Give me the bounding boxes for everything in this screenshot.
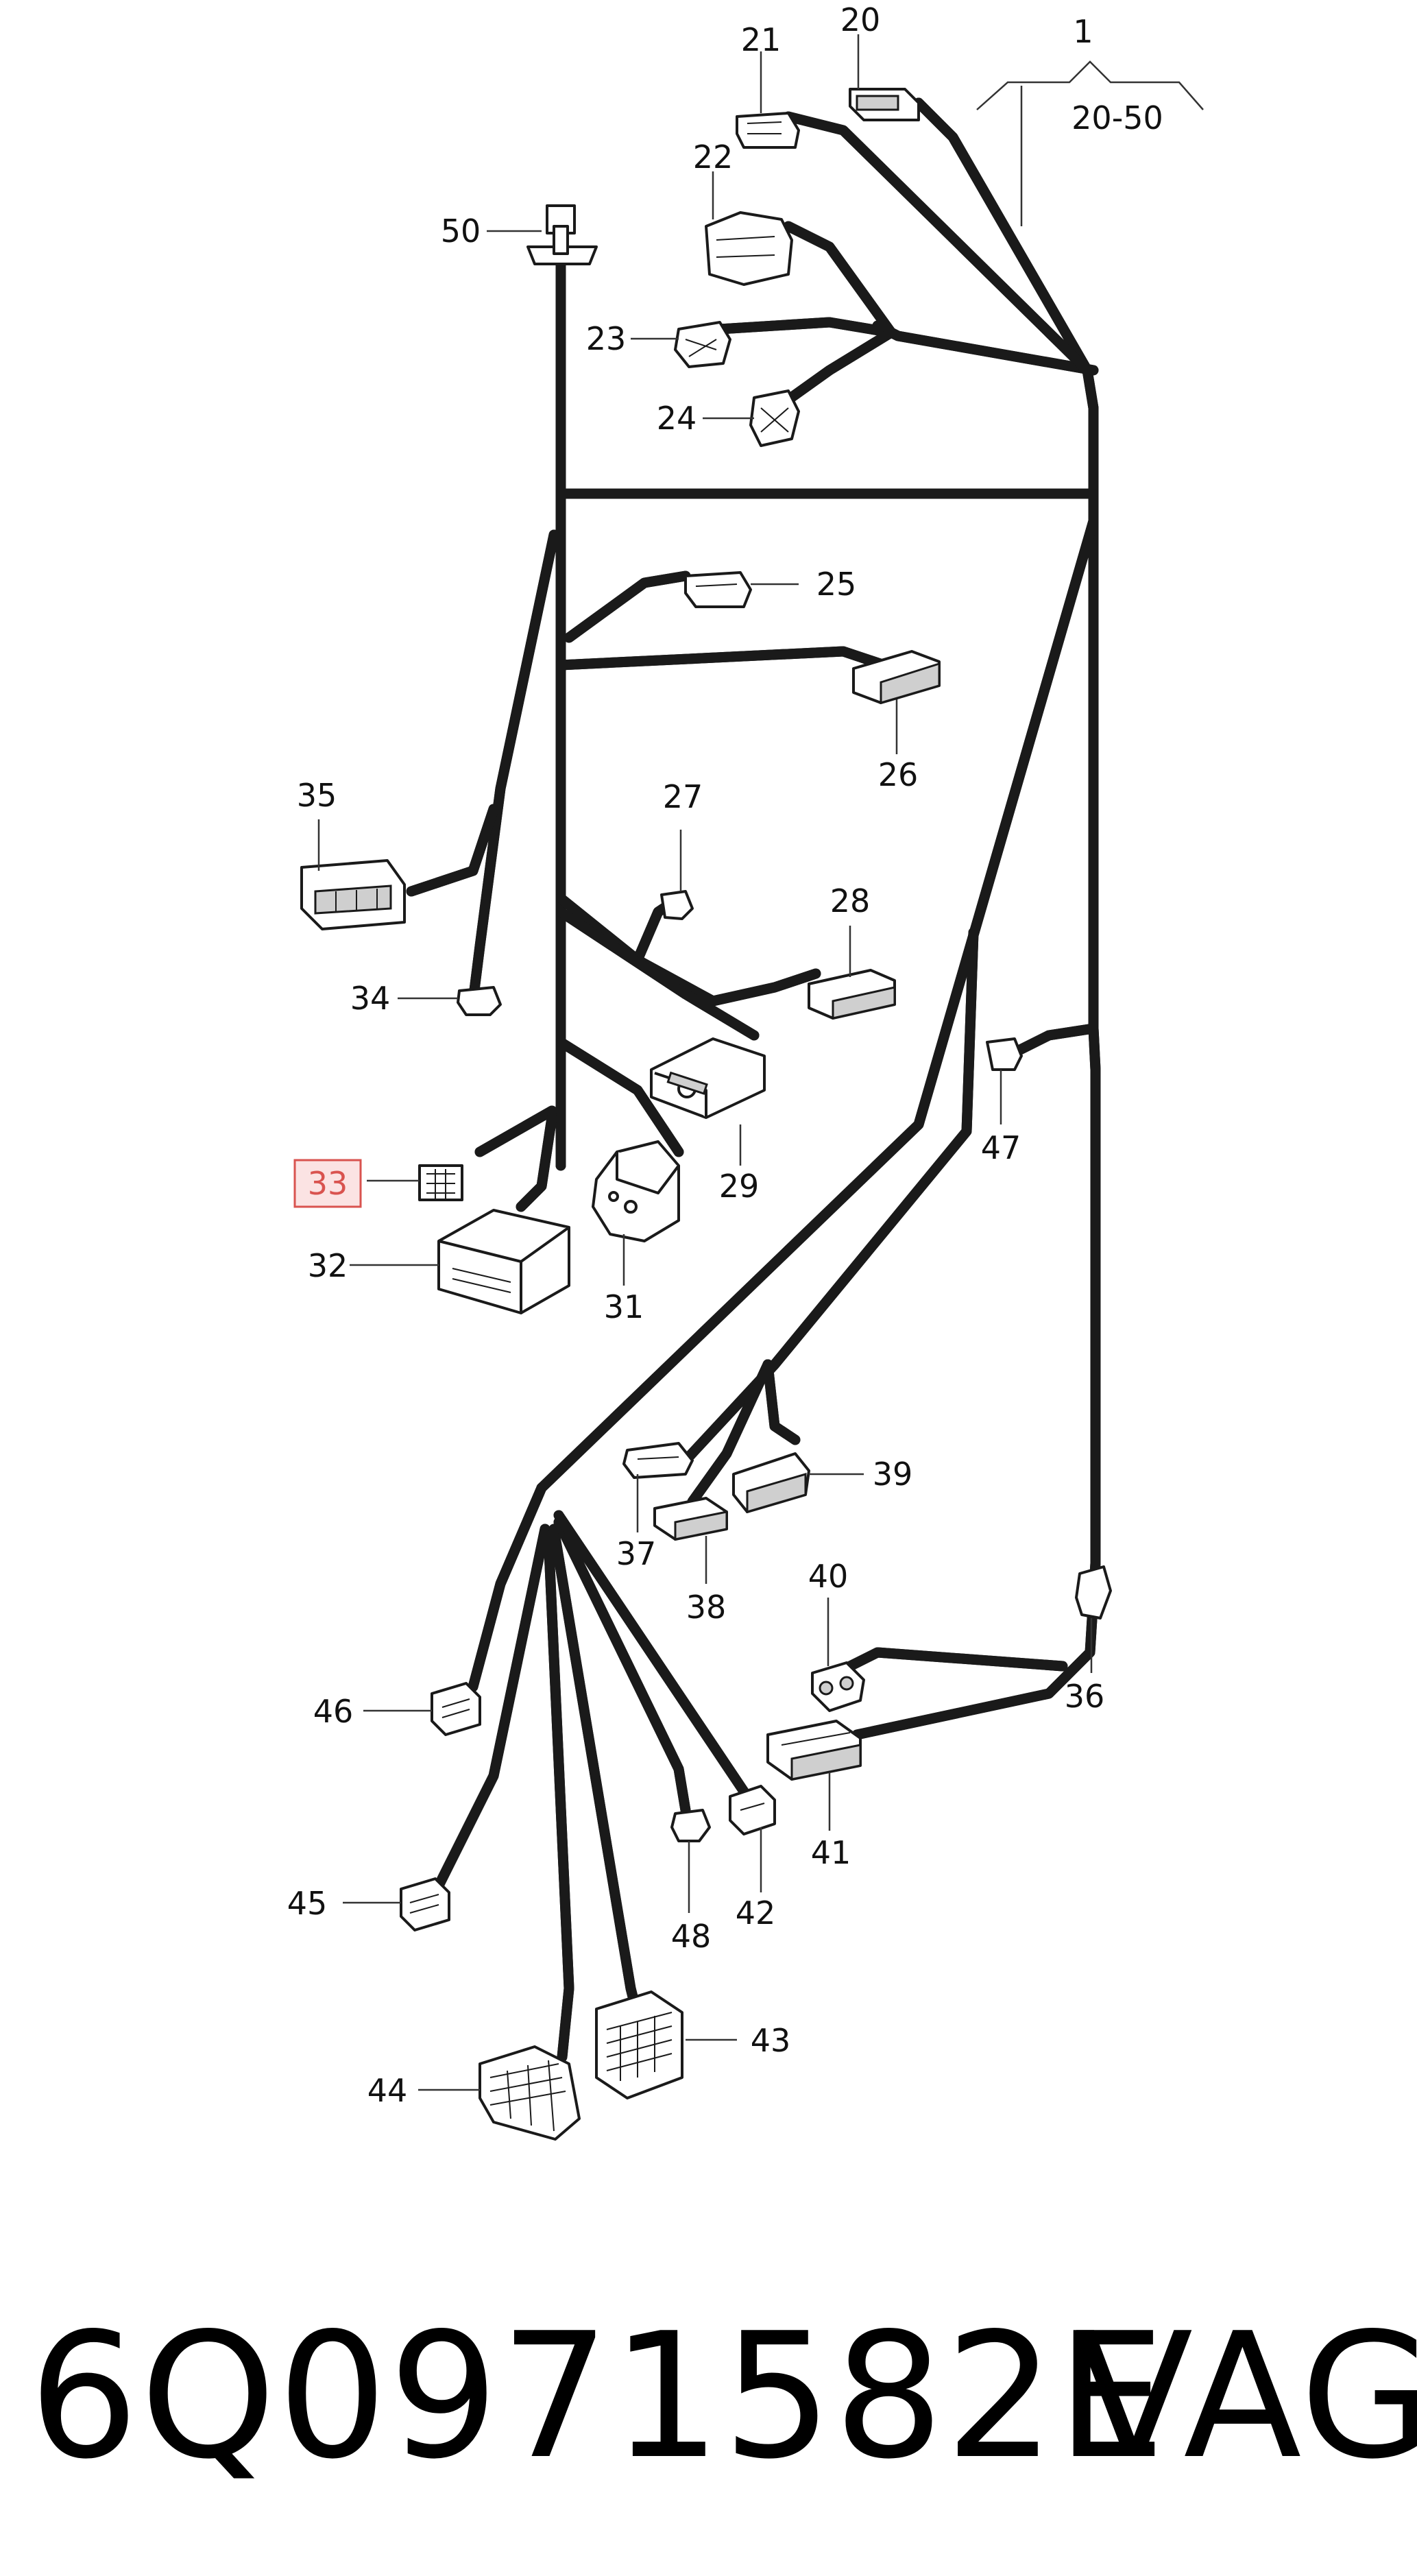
connector-36 xyxy=(1075,1565,1112,1620)
connector-43 xyxy=(595,1990,683,2099)
callout-31[interactable]: 31 xyxy=(604,1288,644,1325)
connector-41 xyxy=(766,1720,862,1781)
callout-22[interactable]: 22 xyxy=(693,139,734,176)
callout-32[interactable]: 32 xyxy=(308,1247,348,1284)
connector-37 xyxy=(622,1442,694,1479)
connector-40 xyxy=(811,1661,865,1712)
callout-47[interactable]: 47 xyxy=(981,1129,1021,1166)
connector-48 xyxy=(670,1809,711,1842)
callout-45[interactable]: 45 xyxy=(287,1885,328,1922)
connector-23 xyxy=(674,321,731,368)
callout-43[interactable]: 43 xyxy=(751,2022,791,2059)
connector-21 xyxy=(736,112,800,149)
connector-31 xyxy=(592,1140,680,1242)
connector-39 xyxy=(732,1452,810,1514)
connector-47 xyxy=(986,1037,1023,1071)
connector-24 xyxy=(749,389,800,447)
callouts: 1 20-50 20 21 22 50 23 24 25 26 35 27 28… xyxy=(287,1,1163,2109)
connector-27 xyxy=(660,890,694,920)
callout-42[interactable]: 42 xyxy=(736,1894,776,1931)
connector-46 xyxy=(431,1682,481,1736)
callout-34[interactable]: 34 xyxy=(350,980,391,1017)
callout-28[interactable]: 28 xyxy=(830,882,871,919)
connector-33 xyxy=(418,1164,463,1201)
callout-26[interactable]: 26 xyxy=(878,756,919,793)
callout-23[interactable]: 23 xyxy=(586,320,627,357)
connector-22 xyxy=(705,211,793,286)
callout-24[interactable]: 24 xyxy=(657,400,697,437)
connector-25 xyxy=(684,571,752,608)
callout-41[interactable]: 41 xyxy=(811,1834,851,1871)
callout-33[interactable]: 33 xyxy=(308,1165,348,1202)
wiring-harness-diagram: 1 20-50 20 21 22 50 23 24 25 26 35 27 28… xyxy=(287,1,1204,2141)
connector-32 xyxy=(437,1209,570,1314)
callout-48[interactable]: 48 xyxy=(671,1918,712,1955)
connector-44 xyxy=(479,2045,581,2141)
callout-21[interactable]: 21 xyxy=(741,21,782,58)
callout-27[interactable]: 27 xyxy=(663,778,703,815)
callout-38[interactable]: 38 xyxy=(686,1589,727,1626)
callout-50[interactable]: 50 xyxy=(441,213,481,250)
connector-29 xyxy=(650,1037,766,1119)
callout-25[interactable]: 25 xyxy=(816,566,857,603)
connector-45 xyxy=(400,1877,450,1931)
callout-40[interactable]: 40 xyxy=(808,1558,849,1595)
callout-36[interactable]: 36 xyxy=(1065,1678,1105,1715)
callout-29[interactable]: 29 xyxy=(719,1168,760,1205)
connector-20 xyxy=(849,88,920,121)
connector-50 xyxy=(526,204,598,265)
connector-28 xyxy=(808,969,896,1020)
brand-name: VAG xyxy=(1075,2296,1417,2497)
callout-44[interactable]: 44 xyxy=(367,2072,408,2109)
callout-37[interactable]: 37 xyxy=(616,1535,657,1572)
connectors xyxy=(300,88,1112,2141)
connector-34 xyxy=(457,986,502,1016)
callout-39[interactable]: 39 xyxy=(873,1456,913,1493)
connector-42 xyxy=(729,1785,776,1835)
highlight-box-33 xyxy=(293,1159,362,1208)
connector-35 xyxy=(300,859,406,930)
callout-20[interactable]: 20 xyxy=(840,1,881,38)
connector-38 xyxy=(653,1497,728,1541)
group-label: 1 xyxy=(1073,13,1093,50)
group-bracket xyxy=(976,60,1204,226)
leader-lines xyxy=(317,34,1093,2091)
connector-26 xyxy=(852,650,941,705)
callout-46[interactable]: 46 xyxy=(313,1693,354,1730)
group-range: 20-50 xyxy=(1071,99,1163,136)
callout-35[interactable]: 35 xyxy=(297,777,337,814)
part-number: 6Q0971582E xyxy=(29,2296,1167,2497)
